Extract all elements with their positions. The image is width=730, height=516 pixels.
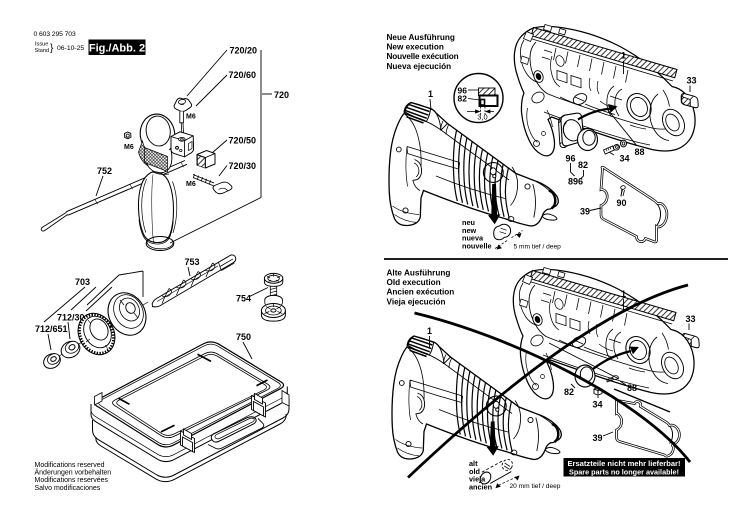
- svg-text:1: 1: [427, 326, 432, 336]
- svg-text:720: 720: [274, 90, 289, 100]
- svg-text:754: 754: [236, 294, 251, 304]
- svg-text:Modifications reserved: Modifications reserved: [35, 462, 105, 469]
- svg-text:0 603 295 703: 0 603 295 703: [34, 31, 76, 38]
- svg-text:1: 1: [621, 51, 626, 61]
- svg-text:Modifications reservées: Modifications reservées: [35, 477, 109, 484]
- svg-text:34: 34: [620, 154, 630, 164]
- svg-text:896: 896: [568, 177, 583, 187]
- svg-text:88: 88: [635, 147, 645, 157]
- svg-text:06-10-25: 06-10-25: [57, 45, 84, 52]
- svg-text:old: old: [469, 467, 480, 476]
- svg-text:752: 752: [97, 166, 112, 176]
- svg-text:753: 753: [185, 257, 200, 267]
- svg-text:82: 82: [458, 94, 468, 104]
- svg-text:96: 96: [566, 154, 576, 164]
- svg-text:}: }: [50, 43, 54, 54]
- svg-text:33: 33: [687, 76, 697, 86]
- svg-text:3,0: 3,0: [477, 113, 487, 122]
- svg-text:Ancien exécution: Ancien exécution: [387, 288, 455, 297]
- svg-text:ancien: ancien: [469, 482, 492, 491]
- svg-text:96: 96: [458, 86, 468, 96]
- svg-text:Ersatzteile nicht mehr lieferb: Ersatzteile nicht mehr lieferbar!: [568, 459, 681, 468]
- svg-text:alt: alt: [469, 459, 478, 468]
- svg-text:M6: M6: [124, 144, 134, 151]
- svg-text:33: 33: [686, 314, 696, 324]
- svg-text:New execution: New execution: [387, 43, 444, 52]
- svg-text:750: 750: [236, 332, 251, 342]
- svg-text:Stand: Stand: [35, 48, 50, 54]
- svg-text:720/50: 720/50: [228, 136, 256, 146]
- svg-text:82: 82: [578, 160, 588, 170]
- svg-text:Alte Ausführung: Alte Ausführung: [387, 269, 451, 278]
- svg-text:1: 1: [621, 289, 626, 299]
- svg-text:Fig./Abb. 2: Fig./Abb. 2: [89, 43, 145, 55]
- svg-text:Neue Ausführung: Neue Ausführung: [387, 33, 455, 42]
- svg-text:39: 39: [593, 433, 603, 443]
- svg-text:90: 90: [617, 198, 627, 208]
- svg-text:Nueva ejecución: Nueva ejecución: [387, 62, 452, 71]
- svg-text:703: 703: [75, 277, 90, 287]
- svg-text:vieja: vieja: [469, 475, 486, 484]
- svg-text:neu: neu: [462, 218, 475, 227]
- svg-text:Salvo modificaciones: Salvo modificaciones: [35, 485, 101, 492]
- svg-text:20 mm tief / deep: 20 mm tief / deep: [510, 483, 561, 490]
- svg-text:M6: M6: [186, 114, 196, 121]
- svg-text:720/20: 720/20: [229, 46, 257, 56]
- svg-text:39: 39: [580, 207, 590, 217]
- svg-text:Old execution: Old execution: [387, 278, 441, 287]
- svg-text:nouvelle: nouvelle: [462, 241, 492, 250]
- svg-text:720/60: 720/60: [228, 70, 256, 80]
- svg-text:720/30: 720/30: [228, 161, 256, 171]
- svg-text:712/30: 712/30: [57, 313, 85, 323]
- svg-text:Vieja ejecución: Vieja ejecución: [387, 297, 446, 306]
- svg-text:88: 88: [627, 383, 637, 393]
- svg-text:Änderungen vorbehalten: Änderungen vorbehalten: [35, 469, 112, 477]
- svg-text:Issue: Issue: [35, 42, 48, 48]
- svg-text:new: new: [462, 226, 477, 235]
- svg-text:M6: M6: [186, 181, 196, 188]
- svg-text:Spare parts no longer availabl: Spare parts no longer available!: [569, 468, 679, 477]
- svg-text:nueva: nueva: [462, 234, 484, 243]
- svg-text:5 mm tief / deep: 5 mm tief / deep: [514, 244, 562, 251]
- svg-text:1: 1: [428, 89, 433, 99]
- svg-text:34: 34: [593, 400, 603, 410]
- svg-text:Nouvelle exécution: Nouvelle exécution: [387, 52, 459, 61]
- svg-text:82: 82: [564, 387, 574, 397]
- svg-text:712/651: 712/651: [35, 324, 68, 334]
